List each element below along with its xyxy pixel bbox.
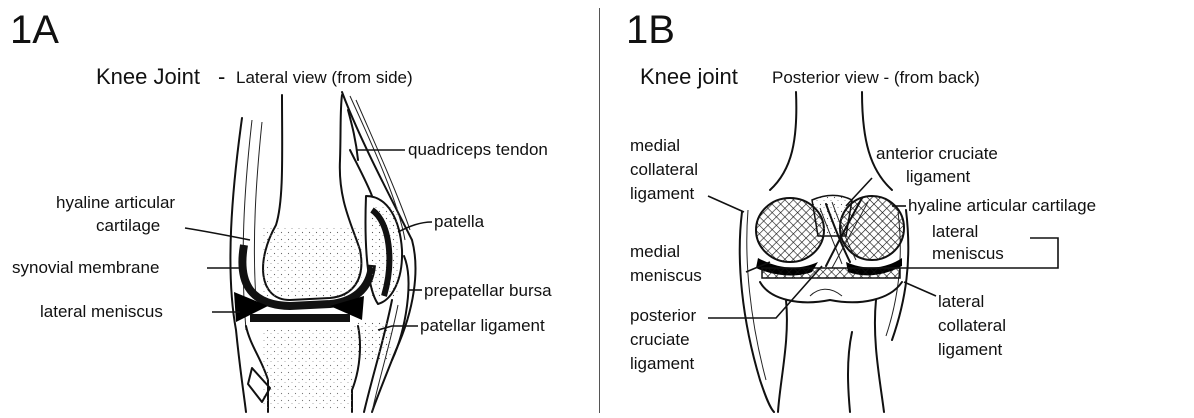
panel-a-letter: 1A (10, 8, 59, 53)
label-hyaline-cartilage-a-2: cartilage (96, 216, 160, 236)
panel-b-title: Knee joint (640, 64, 738, 90)
label-patellar-ligament: patellar ligament (420, 316, 545, 336)
label-medial-meniscus-1: medial (630, 242, 680, 262)
label-posterior-cruciate-1: posterior (630, 306, 696, 326)
panel-a-title: Knee Joint (96, 64, 200, 90)
panel-a-title-separator: - (218, 64, 225, 90)
label-medial-meniscus-2: meniscus (630, 266, 702, 286)
label-synovial-membrane: synovial membrane (12, 258, 159, 278)
label-posterior-cruciate-2: cruciate (630, 330, 690, 350)
label-prepatellar-bursa: prepatellar bursa (424, 281, 552, 301)
posterior-view-drawing (740, 92, 909, 412)
lateral-view-drawing (230, 92, 415, 412)
panel-divider (599, 8, 600, 413)
label-posterior-cruciate-3: ligament (630, 354, 694, 374)
label-hyaline-cartilage-b: hyaline articular cartilage (908, 196, 1096, 216)
label-quadriceps-tendon: quadriceps tendon (408, 140, 548, 160)
label-lateral-meniscus-b-1: lateral (932, 222, 978, 242)
label-patella: patella (434, 212, 484, 232)
label-anterior-cruciate-2: ligament (906, 167, 970, 187)
panel-b-letter: 1B (626, 8, 675, 53)
label-hyaline-cartilage-a-1: hyaline articular (56, 193, 175, 213)
label-lateral-collateral-3: ligament (938, 340, 1002, 360)
panel-b-subtitle: Posterior view - (from back) (772, 68, 980, 88)
label-medial-collateral-3: ligament (630, 184, 694, 204)
label-lateral-meniscus-b-2: meniscus (932, 244, 1004, 264)
label-lateral-collateral-1: lateral (938, 292, 984, 312)
label-lateral-meniscus-a: lateral meniscus (40, 302, 163, 322)
label-medial-collateral-1: medial (630, 136, 680, 156)
panel-a-subtitle: Lateral view (from side) (236, 68, 413, 88)
label-anterior-cruciate-1: anterior cruciate (876, 144, 998, 164)
label-lateral-collateral-2: collateral (938, 316, 1006, 336)
label-medial-collateral-2: collateral (630, 160, 698, 180)
